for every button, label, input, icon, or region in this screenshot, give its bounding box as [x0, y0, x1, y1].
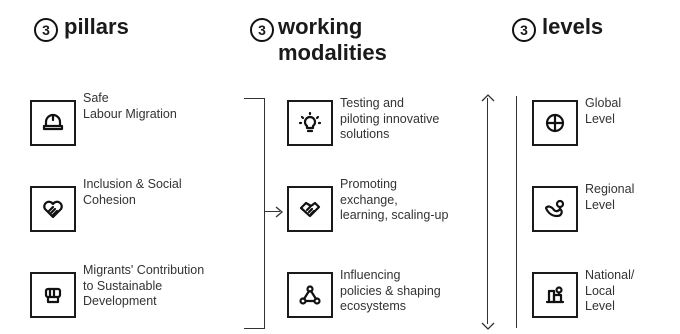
level-label: National/ Local Level	[585, 268, 635, 313]
modality-label: Promoting exchange, learning, scaling-up	[340, 177, 449, 222]
region-map-pin-icon	[532, 186, 578, 232]
helmet-icon	[30, 100, 76, 146]
heading-title: working modalities	[278, 14, 387, 65]
pillars-bracket	[244, 98, 265, 329]
level-range-line	[487, 98, 489, 324]
arrow-right-icon	[275, 206, 284, 218]
modality-item-exchange: Promoting exchange, learning, scaling-up	[287, 177, 448, 232]
modality-item-testing: Testing and piloting innovative solution…	[287, 96, 439, 146]
level-item-national-local: National/ Local Level	[532, 268, 634, 318]
pillar-item-inclusion: Inclusion & Social Cohesion	[30, 177, 182, 232]
lightbulb-icon	[287, 100, 333, 146]
heading-levels: 3 levels	[512, 14, 603, 42]
arrow-down-icon	[481, 322, 495, 330]
heading-working-modalities: 3 working modalities	[250, 14, 387, 66]
number-badge: 3	[250, 18, 274, 42]
pillar-label: Inclusion & Social Cohesion	[83, 177, 182, 207]
raised-fist-icon	[30, 272, 76, 318]
pillar-label: Migrants' Contribution to Sustainable De…	[83, 263, 205, 308]
heading-title: pillars	[64, 14, 129, 39]
pillar-item-contribution: Migrants' Contribution to Sustainable De…	[30, 263, 204, 318]
levels-divider	[516, 96, 518, 328]
level-item-global: Global Level	[532, 96, 621, 146]
pillar-label: Safe Labour Migration	[83, 91, 177, 121]
handshake-icon	[287, 186, 333, 232]
modality-label: Testing and piloting innovative solution…	[340, 96, 440, 141]
pillar-item-safe-migration: Safe Labour Migration	[30, 91, 177, 146]
arrow-up-icon	[481, 94, 495, 102]
heading-title: levels	[542, 14, 604, 39]
level-label: Global Level	[585, 96, 622, 126]
bracket-arrow-line	[264, 211, 280, 213]
modality-label: Influencing policies & shaping ecosystem…	[340, 268, 441, 313]
heading-pillars: 3 pillars	[34, 14, 129, 42]
globe-icon	[532, 100, 578, 146]
level-label: Regional Level	[585, 182, 635, 212]
level-item-regional: Regional Level	[532, 182, 634, 232]
number-badge: 3	[512, 18, 536, 42]
city-buildings-icon	[532, 272, 578, 318]
network-icon	[287, 272, 333, 318]
modality-item-policies: Influencing policies & shaping ecosystem…	[287, 268, 441, 318]
heart-handshake-icon	[30, 186, 76, 232]
number-badge: 3	[34, 18, 58, 42]
